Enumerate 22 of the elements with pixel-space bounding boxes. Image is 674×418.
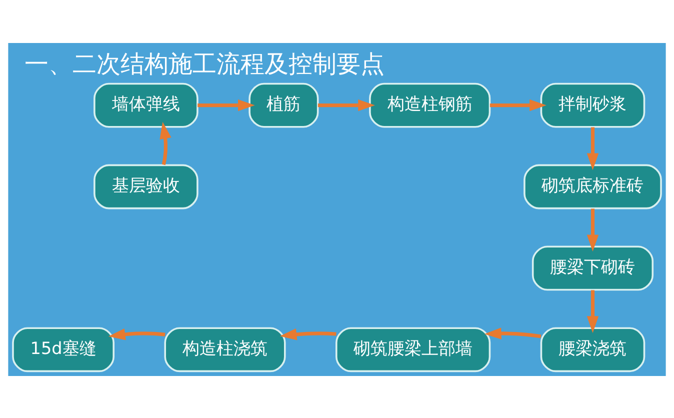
arrow — [160, 121, 172, 165]
arrow — [198, 98, 255, 111]
node-box: 拌制砂浆 — [540, 82, 646, 128]
node-box: 砌筑底标准砖 — [524, 164, 662, 209]
node-box: 构造柱钢筋 — [369, 82, 491, 128]
arrow — [586, 126, 599, 170]
arrow — [108, 328, 166, 340]
arrow — [484, 327, 542, 339]
arrow — [280, 328, 336, 340]
node-box: 植筋 — [248, 82, 319, 128]
node-box: 构造柱浇筑 — [164, 326, 286, 372]
arrow — [586, 208, 599, 252]
node-box: 砌筑腰梁上部墙 — [336, 326, 491, 372]
node-box: 腰梁下砌砖 — [532, 245, 654, 290]
arrow — [318, 98, 375, 111]
diagram-title: 一、二次结构施工流程及控制要点 — [24, 49, 385, 78]
node-box: 墙体弹线 — [94, 82, 198, 128]
node-box: 基层验收 — [94, 164, 198, 209]
node-box: 15d塞缝 — [12, 326, 114, 372]
arrow — [586, 290, 599, 332]
node-box: 腰梁浇筑 — [540, 326, 646, 372]
arrow — [490, 98, 546, 111]
